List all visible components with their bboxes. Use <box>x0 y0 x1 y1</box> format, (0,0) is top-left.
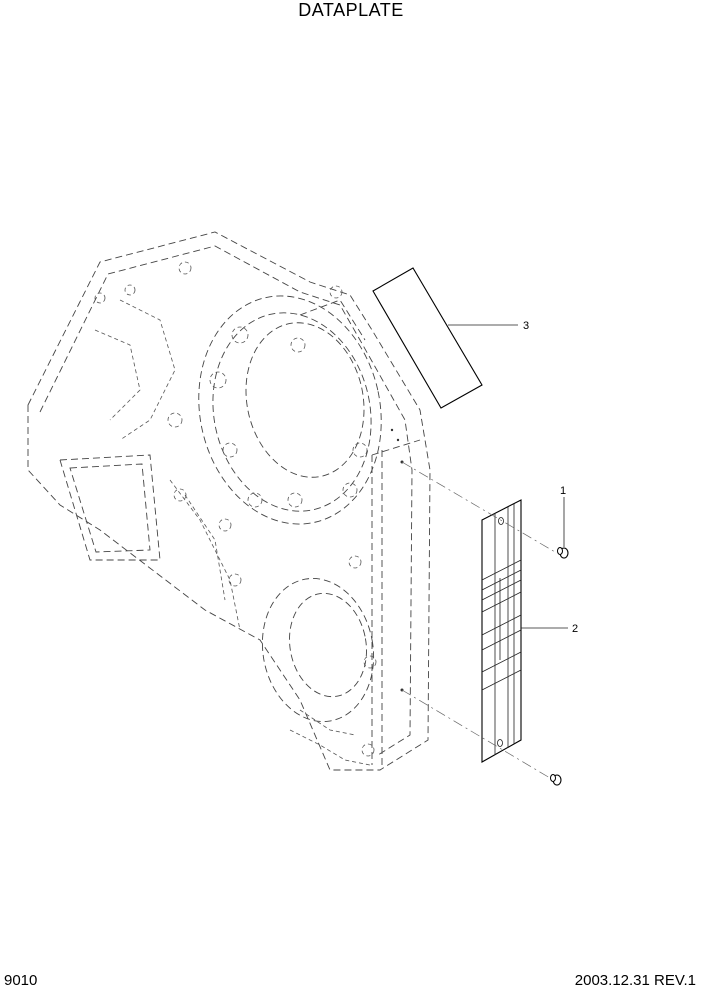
part-3-label-sheet <box>372 267 483 409</box>
part-2-dataplate <box>481 499 522 763</box>
date-revision: 2003.12.31 REV.1 <box>574 972 696 989</box>
part-1-screw-lower <box>550 774 562 786</box>
callout-1: 1 <box>560 485 566 497</box>
part-1-screw-upper <box>557 547 569 559</box>
callout-2: 2 <box>572 623 578 635</box>
page-title: DATAPLATE <box>298 0 404 20</box>
flywheel-housing-phantom <box>27 231 431 771</box>
assembly-line-lower <box>401 689 551 779</box>
page-code: 9010 <box>4 972 38 989</box>
assembly-line-upper <box>401 461 556 553</box>
callout-3: 3 <box>523 320 529 332</box>
